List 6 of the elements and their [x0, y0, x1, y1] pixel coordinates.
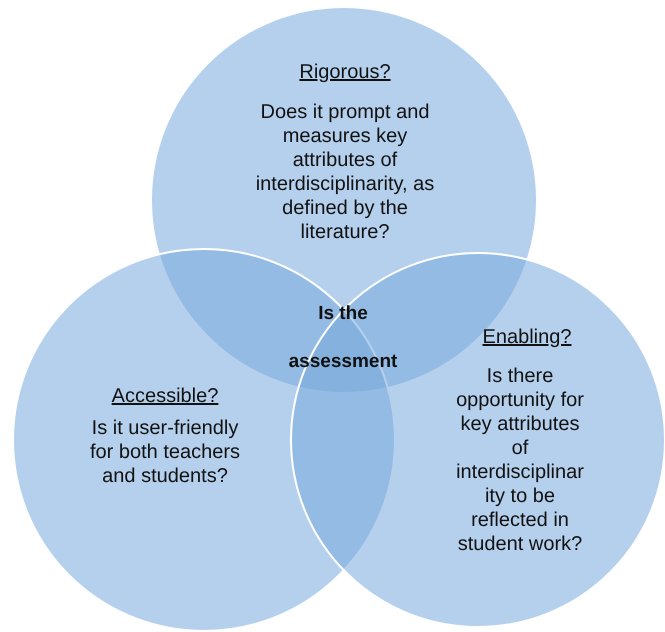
circle-heading: Enabling?	[482, 325, 572, 349]
circle-heading: Accessible?	[110, 384, 220, 408]
circle-text: Is it user-friendly for both teachers and students?	[88, 416, 242, 488]
circle-text: Does it prompt and measures key attributes of interdisciplinarity, as defined by the literature?	[254, 100, 436, 244]
circle-text: Is there opportunity for key attributes of interdisciplinarity to be reflected in student work?	[455, 364, 585, 556]
circle-heading: Rigorous?	[298, 60, 392, 84]
